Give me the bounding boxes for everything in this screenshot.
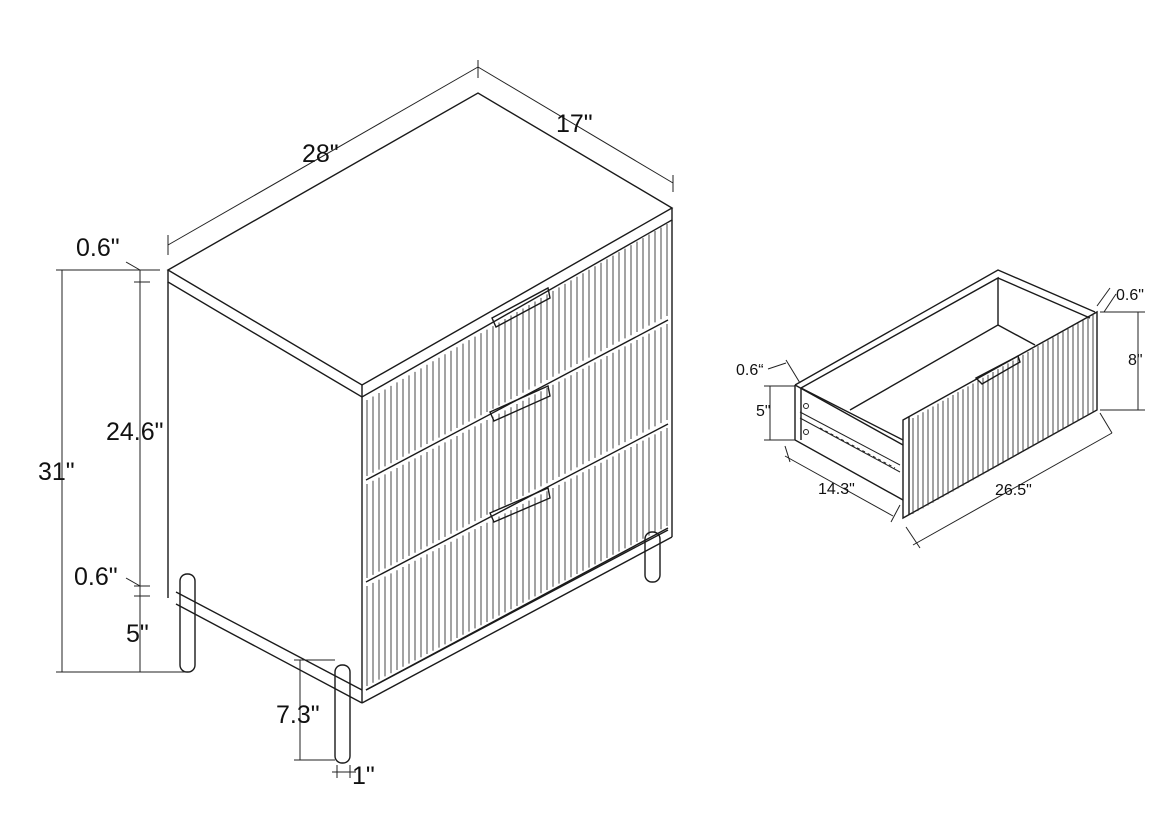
drawer-divider: [365, 423, 669, 583]
total-height-label: 31": [38, 458, 75, 486]
depth-label: 17": [556, 110, 593, 138]
leg-front-left: [334, 664, 351, 764]
drawer-detail: [764, 269, 1145, 549]
handle-middle: [489, 385, 551, 422]
top-thickness-label: 0.6": [76, 234, 120, 262]
body-height-label: 24.6": [106, 418, 164, 446]
leg-back-left: [179, 573, 196, 673]
leg-front-right: [644, 531, 661, 583]
handle-top: [491, 286, 551, 328]
leg-height-label: 7.3": [276, 701, 320, 729]
dresser-top: [166, 92, 674, 386]
drawer-fronts: [365, 224, 669, 691]
drawer-width-label: 26.5": [995, 482, 1032, 499]
drawer-front-thickness-label: 0.6": [1116, 287, 1144, 304]
width-label: 28": [302, 140, 339, 168]
drawer-slide-rail: [819, 427, 896, 469]
drawer-front: [902, 310, 1098, 520]
drawer-depth-label: 14.3": [818, 481, 855, 498]
bottom-thickness-label: 0.6": [74, 563, 118, 591]
drawer-box-height-label: 5": [756, 403, 771, 420]
drawer-divider: [365, 529, 669, 691]
drawer-handle: [974, 354, 1021, 385]
drawer-front-height-label: 8": [1128, 352, 1143, 369]
leg-width-label: 1": [352, 762, 375, 790]
handle-bottom: [489, 487, 551, 523]
dimension-lines: [56, 60, 674, 778]
drawer-side-thickness-label: 0.6“: [736, 362, 764, 379]
dresser-body: [166, 92, 674, 764]
leg-clearance-label: 5": [126, 620, 149, 648]
